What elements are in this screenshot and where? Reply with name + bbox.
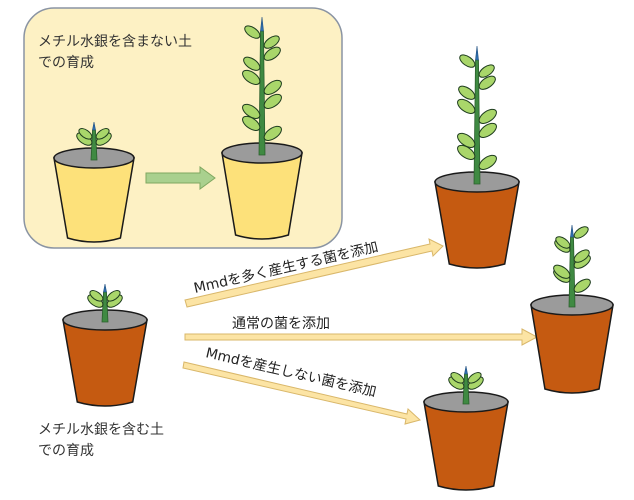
bottom-caption-line-2: での育成 xyxy=(38,443,94,459)
pot-body xyxy=(53,157,135,243)
pot-body xyxy=(221,152,303,240)
leaf-left xyxy=(459,54,476,68)
leaf-left xyxy=(242,69,261,85)
leaf-left xyxy=(553,264,571,279)
leaf-right xyxy=(478,154,497,170)
leaf-right xyxy=(573,226,589,239)
leaf-right xyxy=(95,127,110,140)
pot-panel-seedling xyxy=(53,121,135,243)
pot-start-seedling xyxy=(62,283,148,407)
leaf-right xyxy=(467,371,482,384)
leaf-left xyxy=(458,85,476,100)
leaf-right xyxy=(573,278,591,293)
leaf-right xyxy=(106,289,121,302)
leaf-right xyxy=(478,75,496,90)
plant-stem xyxy=(101,291,109,323)
leaf-left xyxy=(242,103,261,119)
leaf-left xyxy=(457,144,476,160)
pot-upper-tall xyxy=(434,45,520,269)
arrow-middle: 通常の菌を添加 xyxy=(184,316,539,346)
bottom-left-caption: メチル水銀を含む土 での育成 xyxy=(38,420,164,462)
plant-stem xyxy=(90,129,98,161)
plant-tip xyxy=(475,45,479,61)
leaf-right xyxy=(573,249,590,263)
leaf-left xyxy=(89,289,104,302)
pots-layer xyxy=(53,16,614,491)
panel-arrow xyxy=(145,166,216,190)
leaf-right xyxy=(263,46,281,61)
plant-stem xyxy=(462,373,470,405)
leaf-right xyxy=(478,108,497,124)
arrow-middle-label: 通常の菌を添加 xyxy=(232,316,330,332)
pot-body xyxy=(423,401,509,491)
leaf-left xyxy=(555,236,571,249)
leaf-left xyxy=(243,56,261,71)
leaf-right xyxy=(263,125,282,141)
leaf-left xyxy=(78,127,93,140)
plant-tip xyxy=(464,365,468,375)
leaf-left xyxy=(242,115,261,131)
pot-body xyxy=(434,181,520,269)
bottom-caption-line-1: メチル水銀を含む土 xyxy=(38,422,164,438)
leaf-right xyxy=(263,93,282,109)
leaf-left xyxy=(450,371,465,384)
leaf-left xyxy=(457,98,476,114)
plant-tip xyxy=(92,121,96,131)
panel-caption: メチル水銀を含まない土 での育成 xyxy=(38,32,192,74)
leaf-right xyxy=(263,35,280,49)
panel-caption-line-1: メチル水銀を含まない土 xyxy=(38,34,192,50)
plant-tip xyxy=(260,16,264,32)
pot-lower-seedling xyxy=(423,365,509,491)
leaf-left xyxy=(457,132,476,148)
pot-panel-tall xyxy=(221,16,303,240)
plant-tip xyxy=(103,283,107,293)
pot-body xyxy=(62,319,148,407)
leaf-right xyxy=(478,122,497,138)
pot-middle-medium xyxy=(530,224,614,394)
pot-body xyxy=(530,304,614,394)
plant-tip xyxy=(570,224,574,238)
leaf-left xyxy=(244,25,261,39)
arrow-lower: Mmdを産生しない菌を添加 xyxy=(182,345,422,425)
leaf-right xyxy=(478,64,495,78)
leaf-right xyxy=(263,79,282,95)
panel-caption-line-2: での育成 xyxy=(38,55,94,71)
